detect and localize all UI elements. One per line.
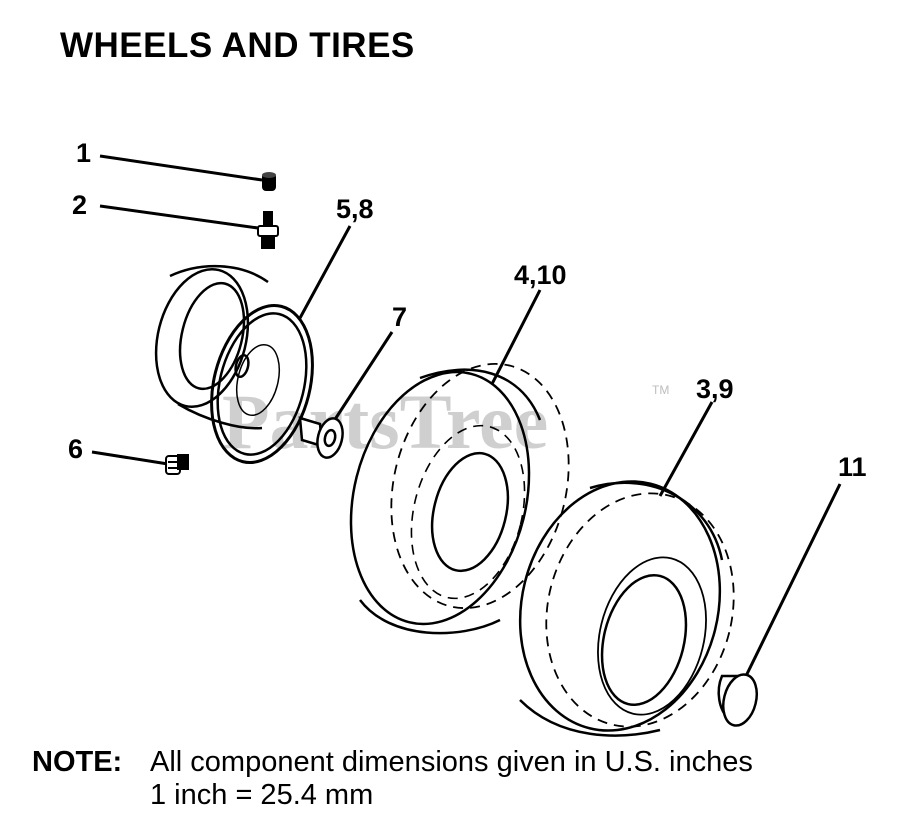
callout-1: 1 <box>76 138 91 168</box>
leader-2 <box>99 204 259 230</box>
callout-11: 11 <box>838 452 867 482</box>
note-block: NOTE: All component dimensions given in U… <box>32 746 753 812</box>
leader-11 <box>744 483 842 677</box>
hub-cap-part <box>717 673 759 727</box>
callout-5-8: 5,8 <box>336 194 374 224</box>
callout-4-10: 4,10 <box>514 260 567 290</box>
leader-5-8 <box>298 225 352 319</box>
note-body: All component dimensions given in U.S. i… <box>150 746 753 812</box>
leader-1 <box>99 154 263 182</box>
rim-part <box>154 264 314 464</box>
leader-7 <box>330 331 394 425</box>
callout-6: 6 <box>68 434 83 464</box>
leader-lines <box>91 154 842 677</box>
bolt-part <box>165 454 189 475</box>
tire-part-4-10 <box>349 362 570 635</box>
callout-2: 2 <box>72 190 87 220</box>
note-line-2: 1 inch = 25.4 mm <box>150 779 374 811</box>
bushing-part <box>298 416 344 459</box>
leader-6 <box>91 450 169 466</box>
tire-part-3-9 <box>518 480 735 737</box>
leader-3-9 <box>658 401 714 497</box>
page-title: WHEELS AND TIRES <box>60 26 415 65</box>
valve-stem-part <box>257 211 279 249</box>
note-label: NOTE: <box>32 746 123 778</box>
callout-7: 7 <box>392 302 407 332</box>
leader-4-10 <box>490 289 542 385</box>
watermark-tm: TM <box>652 383 669 397</box>
callout-3-9: 3,9 <box>696 374 734 404</box>
valve-cap-part <box>262 172 276 191</box>
note-line-1: All component dimensions given in U.S. i… <box>150 746 753 778</box>
